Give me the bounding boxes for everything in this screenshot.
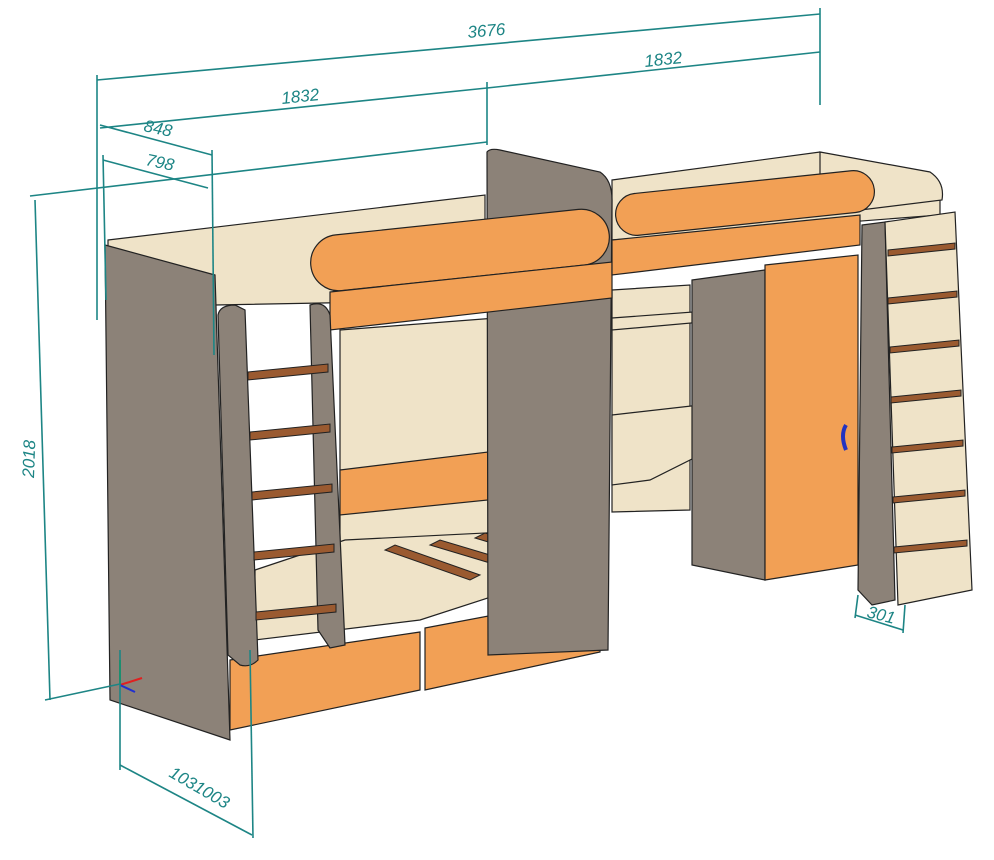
ladder-step xyxy=(251,483,333,501)
ladder-step xyxy=(249,423,331,441)
ladder-step xyxy=(889,339,960,354)
left-ladder-steps xyxy=(247,363,337,621)
ladder-step xyxy=(253,543,335,561)
dim-right-section: 1832 xyxy=(643,48,683,71)
left-ladder-rail-front xyxy=(309,303,346,649)
dimension-lines xyxy=(29,8,906,839)
desk-side-cabinet xyxy=(691,269,766,581)
drawer-left xyxy=(229,631,421,731)
right-ladder-back xyxy=(884,211,973,606)
left-ladder-rail xyxy=(217,304,259,667)
right-ladder-rail xyxy=(857,221,896,606)
ladder-step xyxy=(887,242,956,257)
ladder-step xyxy=(890,389,962,404)
dim-ladder-depth: 301 xyxy=(865,602,897,627)
door-handle-icon xyxy=(841,423,848,451)
ladder-step xyxy=(247,363,329,381)
wardrobe-door xyxy=(764,254,859,581)
bed-slat xyxy=(383,544,482,581)
right-ladder-steps xyxy=(887,242,968,554)
left-end-panel xyxy=(104,244,231,741)
dim-depth-inner: 798 xyxy=(144,150,176,175)
furniture xyxy=(104,148,973,741)
dim-height: 2018 xyxy=(19,439,39,479)
upper-right-front-rail xyxy=(611,214,861,276)
dim-left-section: 1832 xyxy=(280,85,320,108)
upper-right-guard-rail xyxy=(614,170,876,236)
ladder-step xyxy=(255,603,337,621)
ladder-step xyxy=(892,489,966,504)
dim-total-length: 3676 xyxy=(467,20,507,42)
ladder-step xyxy=(893,539,968,554)
dim-bottom-depth: 1031003 xyxy=(166,763,233,813)
ladder-step xyxy=(887,290,958,305)
ladder-step xyxy=(891,439,964,454)
